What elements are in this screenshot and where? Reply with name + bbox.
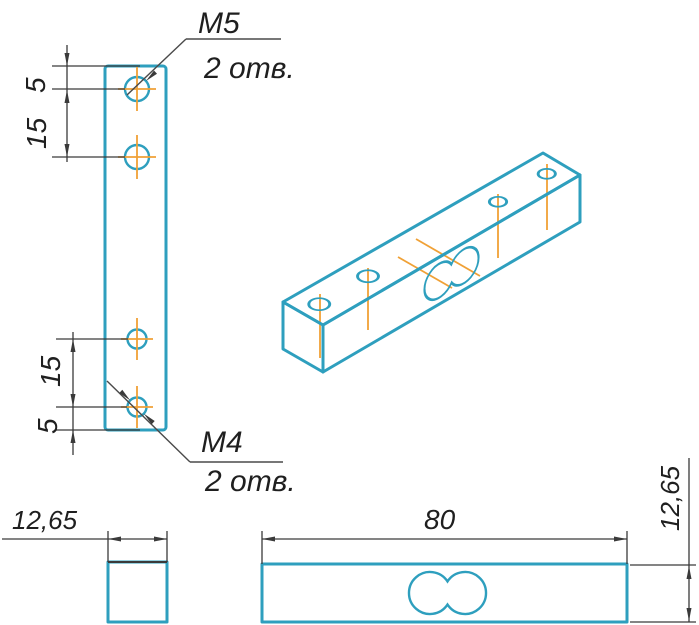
callout-m5-thread: M5 [198, 7, 240, 40]
arrowhead [64, 144, 70, 157]
arrowhead [70, 430, 76, 443]
iso-body [281, 151, 582, 374]
cutout-axis [415, 238, 481, 277]
arrowhead [108, 536, 121, 542]
front-view: 80 12,65 [260, 458, 696, 624]
dim-side-top: 5 15 [20, 45, 70, 162]
arrowhead [64, 53, 70, 66]
iso-cutout [423, 245, 480, 302]
iso-hole [487, 195, 509, 208]
leader-line [106, 380, 191, 463]
iso-end-face [281, 300, 325, 374]
leader-arrowhead [143, 413, 155, 425]
dim-text-15-bottom: 15 [35, 355, 66, 387]
hole-centerlines [118, 67, 156, 428]
arrowhead [154, 536, 167, 542]
arrowhead [64, 90, 70, 103]
iso-hole-axes [319, 164, 548, 358]
callout-m4-thread: M4 [201, 426, 243, 459]
arrowhead [686, 608, 692, 621]
isometric-view [281, 151, 582, 374]
arrowhead [686, 566, 692, 579]
dim-text-5-top: 5 [20, 77, 51, 93]
callout-m4-count: 2 отв. [204, 465, 296, 498]
callout-m4: M4 2 отв. [106, 380, 296, 498]
arrowhead [70, 394, 76, 407]
binocular-cutout [407, 570, 488, 616]
end-view-outline [106, 560, 169, 624]
front-view-outline [260, 562, 629, 624]
iso-hole [356, 269, 380, 284]
cutout-axis [397, 256, 453, 289]
arrowhead [262, 536, 275, 542]
arrowhead [70, 339, 76, 352]
dim-text-5-bottom: 5 [32, 418, 63, 434]
leader-arrowhead [119, 389, 131, 401]
iso-hole [307, 297, 332, 312]
dim-text-height: 12,65 [655, 465, 685, 531]
end-view: 12,65 [2, 505, 169, 624]
iso-top-holes [307, 168, 557, 312]
iso-binocular-cutout [423, 245, 480, 302]
dim-end-width: 12,65 [2, 505, 167, 542]
dim-side-bottom: 15 5 [32, 332, 76, 455]
dim-text-width: 12,65 [12, 505, 78, 535]
dim-text-15-top: 15 [21, 117, 52, 149]
arrowhead [614, 536, 627, 542]
dim-text-length: 80 [424, 504, 456, 535]
iso-hole [536, 168, 557, 180]
leader-arrowhead [146, 70, 157, 81]
side-view: 5 15 15 5 M5 2 отв. M4 2 отв. [20, 7, 296, 498]
leader-line [126, 38, 187, 96]
callout-m5: M5 2 отв. [126, 7, 295, 96]
dim-height: 12,65 [630, 458, 696, 623]
side-view-outline [103, 64, 168, 432]
callout-m5-count: 2 отв. [203, 52, 295, 85]
dim-length: 80 [262, 504, 627, 542]
